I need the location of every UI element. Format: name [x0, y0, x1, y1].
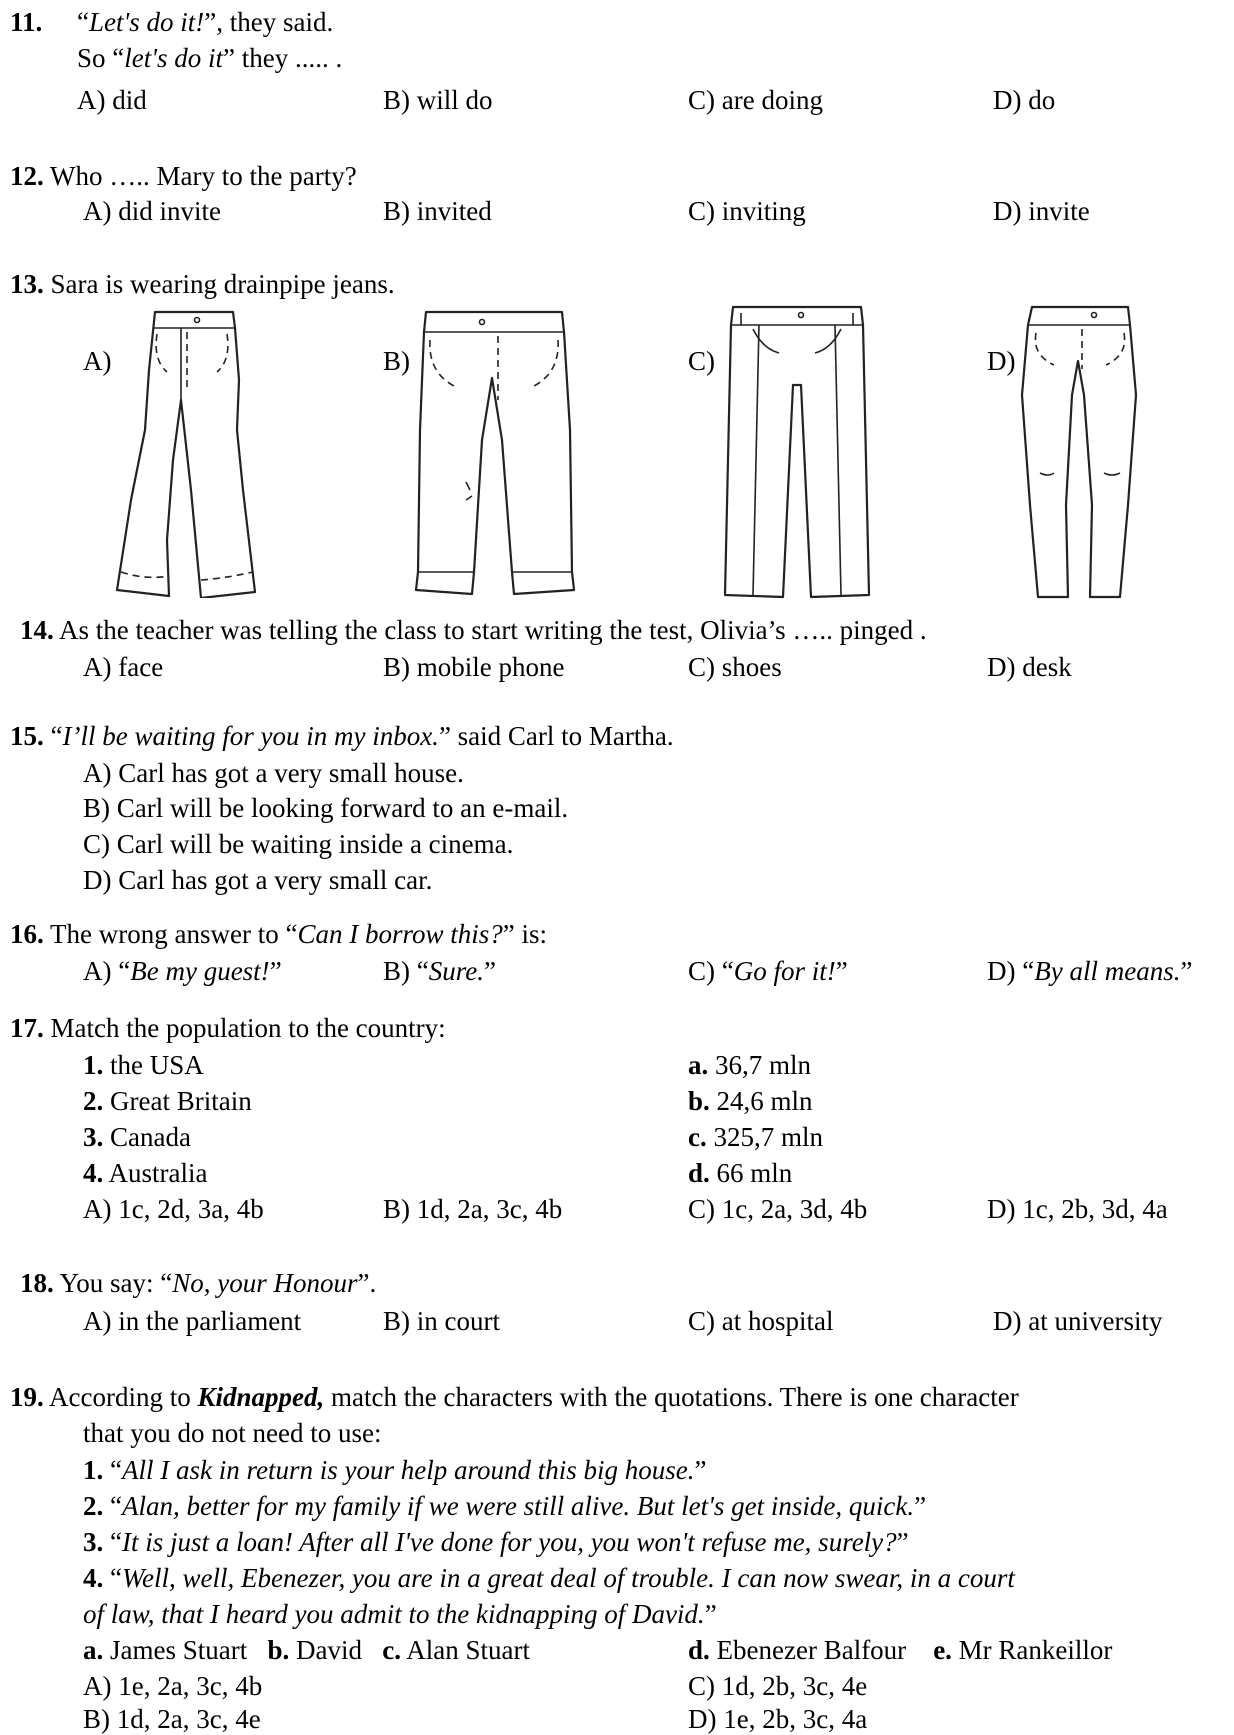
country-row: 1. the USA	[83, 1050, 204, 1080]
book-title: Kidnapped,	[197, 1382, 325, 1412]
question-text: Match the population to the country:	[50, 1013, 446, 1043]
quote-italic: No, your Honour	[172, 1268, 358, 1298]
option-a[interactable]: A) did invite	[83, 196, 221, 226]
question-number: 16.	[10, 919, 44, 949]
loose-jeans-image[interactable]	[412, 310, 577, 598]
option-b[interactable]: B) 1d, 2a, 3c, 4b	[383, 1194, 563, 1224]
question-number: 19.	[10, 1382, 44, 1412]
characters-row: a. James Stuart b. David c. Alan Stuart	[83, 1635, 530, 1665]
quote-italic: Let's do it!	[88, 7, 205, 37]
characters-row-right: d. Ebenezer Balfour e. Mr Rankeillor	[688, 1635, 1113, 1665]
option-b[interactable]: B) mobile phone	[383, 652, 565, 682]
quotation-row: 1. “All I ask in return is your help aro…	[83, 1455, 707, 1485]
question-number: 15.	[10, 721, 44, 751]
option-a[interactable]: A) face	[83, 652, 164, 682]
option-a[interactable]: A) in the parliament	[83, 1306, 302, 1336]
image-option-c-label[interactable]: C)	[688, 346, 715, 376]
flared-jeans-image[interactable]	[115, 310, 260, 598]
question-15: 15. “I’ll be waiting for you in my inbox…	[10, 721, 674, 751]
question-11: 11.	[10, 6, 42, 38]
question-16: 16. The wrong answer to “Can I borrow th…	[10, 919, 547, 949]
question-18: 18. You say: “No, your Honour”.	[20, 1268, 377, 1298]
option-b[interactable]: B) will do	[383, 85, 493, 115]
image-option-b-label[interactable]: B)	[383, 346, 410, 376]
population-row: a. 36,7 mln	[688, 1050, 812, 1080]
question-number: 13.	[10, 269, 44, 299]
question-11-line-2: So “let's do it” they ..... .	[77, 43, 343, 73]
population-row: b. 24,6 mln	[688, 1086, 813, 1116]
option-c[interactable]: C) at hospital	[688, 1306, 834, 1336]
drainpipe-jeans-image[interactable]	[1020, 305, 1138, 599]
option-d[interactable]: D) do	[993, 85, 1056, 115]
option-c[interactable]: C) “Go for it!”	[688, 956, 848, 986]
option-c[interactable]: C) inviting	[688, 196, 806, 226]
option-a[interactable]: A) Carl has got a very small house.	[83, 758, 464, 788]
question-17: 17. Match the population to the country:	[10, 1012, 446, 1044]
country-row: 3. Canada	[83, 1122, 191, 1152]
population-row: d. 66 mln	[688, 1158, 793, 1188]
option-a[interactable]: A) did	[77, 85, 147, 115]
option-c[interactable]: C) 1c, 2a, 3d, 4b	[688, 1194, 868, 1224]
option-c[interactable]: C) Carl will be waiting inside a cinema.	[83, 829, 514, 859]
option-d[interactable]: D) 1e, 2b, 3c, 4a	[688, 1704, 868, 1734]
quotation-row-continued: of law, that I heard you admit to the ki…	[83, 1599, 717, 1629]
quote-italic: Can I borrow this?	[297, 919, 503, 949]
quote-italic: I’ll be waiting for you in my inbox.	[62, 721, 439, 751]
country-row: 2. Great Britain	[83, 1086, 252, 1116]
option-c[interactable]: C) shoes	[688, 652, 782, 682]
option-d[interactable]: D) Carl has got a very small car.	[83, 865, 433, 895]
country-row: 4. Australia	[83, 1158, 208, 1188]
question-text: As the teacher was telling the class to …	[59, 615, 927, 645]
question-number: 12.	[10, 161, 44, 191]
option-b[interactable]: B) “Sure.”	[383, 956, 496, 986]
quote-italic: let's do it	[124, 43, 224, 73]
question-number: 14.	[20, 615, 54, 645]
option-b[interactable]: B) in court	[383, 1306, 500, 1336]
population-row: c. 325,7 mln	[688, 1122, 823, 1152]
option-c[interactable]: C) 1d, 2b, 3c, 4e	[688, 1671, 868, 1701]
option-b[interactable]: B) 1d, 2a, 3c, 4e	[83, 1704, 261, 1734]
question-text: Who ….. Mary to the party?	[50, 161, 357, 191]
option-d[interactable]: D) “By all means.”	[987, 956, 1193, 986]
option-d[interactable]: D) invite	[993, 196, 1090, 226]
question-19-line-2: that you do not need to use:	[83, 1418, 382, 1448]
option-d[interactable]: D) 1c, 2b, 3d, 4a	[987, 1194, 1168, 1224]
question-14: 14. As the teacher was telling the class…	[20, 614, 927, 646]
image-option-d-label[interactable]: D)	[987, 346, 1016, 376]
option-b[interactable]: B) Carl will be looking forward to an e-…	[83, 793, 569, 823]
straight-trousers-image[interactable]	[723, 305, 871, 599]
question-12: 12. Who ….. Mary to the party?	[10, 160, 357, 192]
option-b[interactable]: B) invited	[383, 196, 492, 226]
quotation-row: 3. “It is just a loan! After all I've do…	[83, 1527, 909, 1557]
quotation-row: 2. “Alan, better for my family if we wer…	[83, 1491, 927, 1521]
question-text: Sara is wearing drainpipe jeans.	[50, 269, 395, 299]
question-11-line-1: “Let's do it!”, they said.	[77, 7, 334, 37]
quotation-row: 4. “Well, well, Ebenezer, you are in a g…	[83, 1563, 1015, 1593]
question-19: 19. According to Kidnapped, match the ch…	[10, 1382, 1019, 1412]
option-d[interactable]: D) desk	[987, 652, 1072, 682]
option-a[interactable]: A) 1e, 2a, 3c, 4b	[83, 1671, 263, 1701]
option-a[interactable]: A) 1c, 2d, 3a, 4b	[83, 1194, 264, 1224]
image-option-a-label[interactable]: A)	[83, 346, 112, 376]
question-number: 11.	[10, 7, 43, 37]
question-number: 18.	[20, 1268, 54, 1298]
question-13: 13. Sara is wearing drainpipe jeans.	[10, 268, 395, 300]
question-number: 17.	[10, 1013, 44, 1043]
option-a[interactable]: A) “Be my guest!”	[83, 956, 282, 986]
option-c[interactable]: C) are doing	[688, 85, 823, 115]
option-d[interactable]: D) at university	[993, 1306, 1163, 1336]
